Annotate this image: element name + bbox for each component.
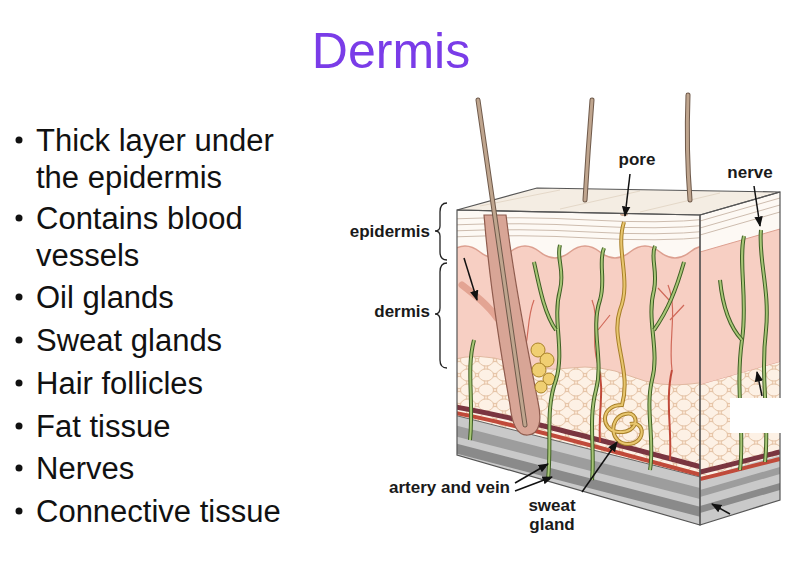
bullet-dot (16, 465, 23, 472)
hair-shaft (478, 100, 525, 425)
skin-outline (457, 188, 780, 215)
leader-arrow (712, 504, 730, 514)
oil-gland (531, 343, 555, 393)
muscle-layer (450, 414, 720, 540)
leader-arrow (754, 186, 760, 226)
layer-bracket (435, 203, 447, 260)
leader-arrow (625, 174, 630, 216)
part-label: sweat gland (520, 496, 584, 534)
skin-side-face (700, 483, 780, 513)
bullet-dot (16, 337, 23, 344)
part-label: pore (619, 150, 656, 169)
skin-side-face (700, 192, 780, 525)
blood-vessel (450, 406, 720, 472)
nerve-fiber (470, 340, 474, 440)
sweat-gland (605, 222, 642, 444)
part-label: nerve (727, 163, 772, 182)
leader-arrow (464, 174, 762, 514)
hair-shaft (585, 100, 592, 200)
nerve-fiber (649, 246, 655, 470)
bullet-text: Contains blood vessels (36, 200, 301, 274)
bullet-text: Nerves (36, 450, 301, 487)
hair-shaft (687, 95, 690, 200)
sweat-gland (605, 222, 642, 444)
nerve-fiber (548, 245, 562, 480)
leader-arrow (757, 372, 762, 396)
nerve-fiber (654, 262, 684, 330)
bullet-dot (16, 137, 23, 515)
skin-side-face (739, 236, 744, 470)
bullet-dot (16, 294, 23, 301)
layer-bracket (435, 203, 447, 368)
nerve-fiber (592, 248, 604, 480)
bullet-dot (16, 423, 23, 430)
blood-vessel (450, 285, 720, 480)
bullet-dot (16, 508, 23, 515)
skin-outline (457, 188, 780, 525)
bullet-text: Oil glands (36, 279, 301, 316)
leader-arrow (464, 258, 477, 300)
nerve-fiber (592, 248, 604, 480)
bullet-text: Sweat glands (36, 322, 301, 359)
skin-side-face (720, 280, 742, 340)
skin-outline (700, 192, 780, 525)
nerve-fiber (470, 340, 474, 440)
hair-shaft (585, 100, 592, 200)
nerve-fiber (534, 262, 556, 330)
leader-arrow (515, 477, 552, 491)
skin-outline (457, 210, 700, 525)
bullet-text: Thick layer under the epidermis (36, 122, 301, 196)
hair-shaft (478, 95, 690, 425)
layer-label: dermis (374, 302, 430, 321)
hair-shaft (687, 95, 690, 200)
layer-bracket (435, 263, 447, 368)
bullet-dot (16, 137, 23, 144)
bullet-dot (16, 380, 23, 387)
leader-arrow (582, 442, 617, 492)
oil-gland (532, 363, 546, 377)
part-label: artery and vein (389, 478, 510, 497)
bullet-text: Connective tissue (36, 493, 301, 530)
muscle-layer (450, 414, 720, 482)
blank-patch (730, 398, 790, 433)
layer-label: epidermis (350, 222, 430, 241)
nerve-fiber (548, 245, 562, 480)
bullet-dot (16, 215, 23, 222)
nerve-fiber (654, 262, 684, 330)
skin-side-face (720, 280, 742, 340)
blood-vessel (450, 412, 720, 480)
sweat-gland (605, 222, 642, 444)
hair-shaft (478, 100, 525, 425)
skin-side-face (739, 236, 744, 470)
blood-vessel (669, 370, 672, 460)
bullet-text: Hair follicles (36, 365, 301, 402)
bullet-text: Fat tissue (36, 408, 301, 445)
nerve-fiber (534, 262, 556, 330)
nerve-fiber (649, 246, 655, 470)
skin-side-face (720, 230, 767, 470)
fat-layer (450, 356, 720, 540)
oil-gland (535, 381, 547, 393)
muscle-layer (450, 414, 720, 540)
slide-title: Dermis (312, 26, 470, 76)
